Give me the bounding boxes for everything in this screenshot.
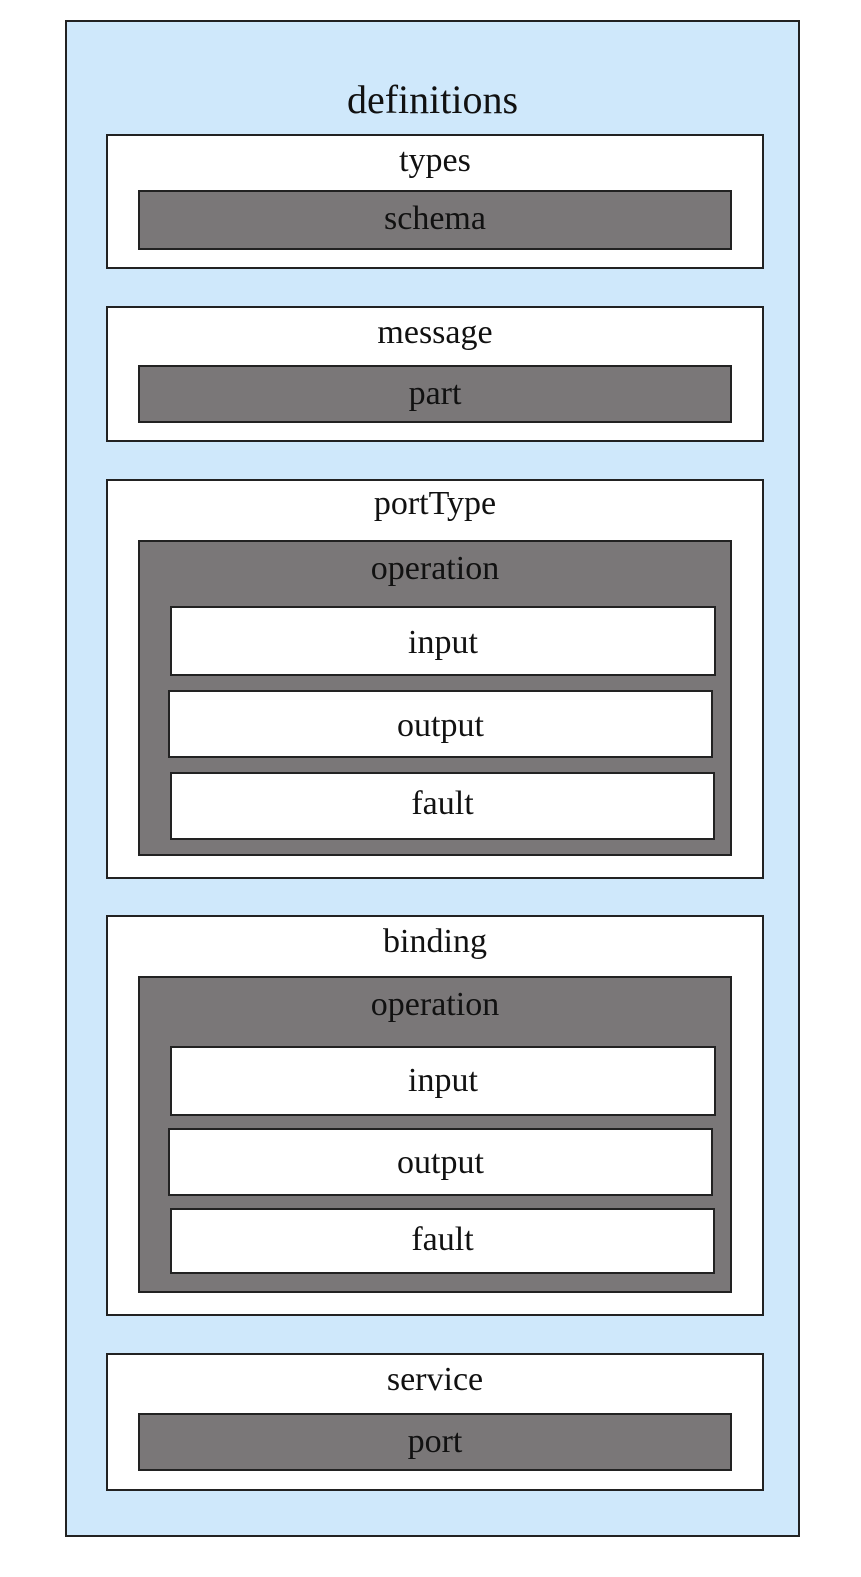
port-box: port <box>138 1413 732 1471</box>
schema-label: schema <box>384 200 486 237</box>
porttype-output-box: output <box>168 690 713 758</box>
porttype-fault-box: fault <box>170 772 715 840</box>
binding-fault-label: fault <box>411 1221 474 1258</box>
porttype-output-label: output <box>397 707 484 744</box>
binding-output-box: output <box>168 1128 713 1196</box>
binding-input-box: input <box>170 1046 716 1116</box>
message-label: message <box>377 314 493 351</box>
definitions-label: definitions <box>346 77 519 122</box>
part-box: part <box>138 365 732 423</box>
porttype-operation-label: operation <box>370 550 500 587</box>
binding-output-label: output <box>397 1144 484 1181</box>
porttype-fault-label: fault <box>411 785 474 822</box>
types-label: types <box>399 142 471 179</box>
binding-label: binding <box>383 923 487 960</box>
service-label: service <box>386 1361 484 1398</box>
porttype-input-box: input <box>170 606 716 676</box>
porttype-input-label: input <box>408 624 478 661</box>
binding-operation-label: operation <box>370 986 500 1023</box>
binding-input-label: input <box>408 1062 478 1099</box>
binding-fault-box: fault <box>170 1208 715 1274</box>
porttype-label: portType <box>373 485 497 522</box>
part-label: part <box>408 375 462 412</box>
port-label: port <box>407 1423 463 1460</box>
schema-box: schema <box>138 190 732 250</box>
